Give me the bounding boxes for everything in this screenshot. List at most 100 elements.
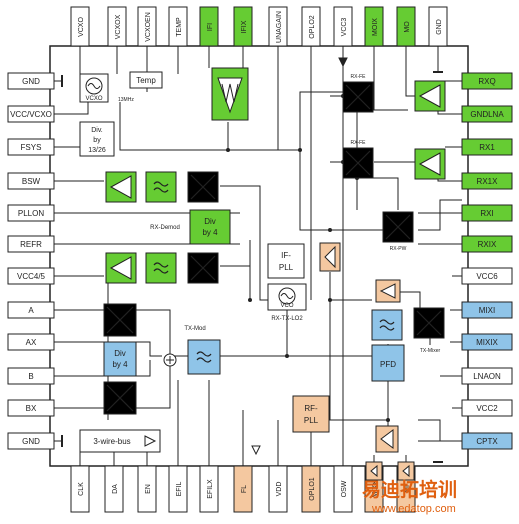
junction-dot (226, 148, 230, 152)
three-wire-bus-box (79, 429, 161, 453)
mixer-cross (385, 214, 411, 240)
right-pin-box (461, 333, 513, 351)
junction-dot (285, 354, 289, 358)
vcxo-label: VCXO (85, 96, 102, 102)
top-pin-box (428, 6, 448, 47)
right-pin-label: LNAON (473, 372, 501, 381)
left-pin-label: BX (26, 404, 37, 413)
bottom-pin-box (70, 465, 90, 513)
tx-filter-2 (371, 309, 403, 341)
if-pll-line2: PLL (279, 263, 294, 272)
bottom-pin-label: DA (112, 484, 119, 494)
right-pin-box (461, 267, 513, 285)
bottom-pin-box (168, 465, 188, 513)
triangle-marker (338, 57, 348, 68)
right-pin-label: GNDLNA (470, 110, 504, 119)
top-pin-box (396, 6, 416, 47)
amp-triangle (379, 283, 396, 299)
top-pin-box (268, 6, 288, 47)
right-pin-box (461, 367, 513, 385)
bottom-pin-label: FL (241, 485, 248, 493)
right-pin-label: RXIX (478, 240, 497, 249)
right-pin-box (461, 138, 513, 156)
rx-fe-mixer-2-label: RX-FE (351, 140, 367, 146)
junction-dot (298, 148, 302, 152)
three-wire-bus-label: 3-wire-bus (93, 437, 130, 446)
wire (54, 102, 89, 115)
top-pin-label: VCXO (78, 17, 85, 37)
bottom-pin-label: EFILX (207, 479, 214, 499)
junction-dot (328, 228, 332, 232)
left-pin-box (7, 432, 55, 450)
left-pin-label: VCC/VCXO (10, 110, 52, 119)
triangle-marker (251, 445, 261, 456)
left-pin-label: VCC4/5 (17, 272, 46, 281)
mixer-cross (345, 84, 371, 110)
left-pin-label: B (28, 372, 33, 381)
left-pin-label: AX (26, 338, 37, 347)
bottom-pin-label: EN (145, 484, 152, 494)
bottom-pin-box (104, 465, 124, 513)
top-pin-label: MOIX (372, 18, 379, 36)
mixer-cross (345, 150, 371, 176)
wire (373, 82, 408, 111)
rx-tx-lo2-label: RX-TX-LO2 (271, 316, 303, 322)
right-pin-box (461, 399, 513, 417)
vcxo-freq-label: 13MHz (118, 97, 134, 103)
wire (357, 177, 399, 210)
amp-triangle (418, 84, 441, 108)
wire (220, 185, 268, 301)
top-pin-box (168, 6, 188, 47)
top-pin-label: MO (404, 21, 411, 33)
top-pin-label: IFIX (241, 20, 248, 33)
left-pin-box (7, 72, 55, 90)
rf-pll-line2: PLL (304, 416, 319, 425)
vco-label: VCO (280, 303, 293, 309)
right-pin-label: MIXI (479, 306, 495, 315)
right-pin-label: RXQ (478, 77, 495, 86)
div-by4-tx-line1: Div (114, 349, 126, 358)
bottom-pin-box (268, 465, 288, 513)
left-pin-box (7, 105, 55, 123)
bottom-pin-box (301, 465, 321, 513)
left-pin-box (7, 204, 55, 222)
temp-box (129, 71, 163, 89)
right-pin-box (461, 72, 513, 90)
amp-triangle (402, 464, 410, 478)
right-pin-label: RXI (480, 209, 493, 218)
left-pin-label: FSYS (21, 143, 42, 152)
right-pin-label: RX1 (479, 143, 495, 152)
filter-wave (153, 181, 169, 193)
bottom-pin-box (333, 465, 353, 513)
tx-filter (187, 339, 221, 375)
junction-dot (386, 418, 390, 422)
bottom-pin-label: OPLO1 (309, 477, 316, 500)
amp-triangle (380, 429, 394, 449)
left-pin-box (7, 399, 55, 417)
pfd-box (371, 344, 405, 382)
left-pin-label: PLLON (18, 209, 44, 218)
mixer-cross (190, 255, 216, 281)
bottom-pin-label: MI (404, 485, 411, 493)
left-pin-box (7, 235, 55, 253)
top-pin-box (199, 6, 219, 47)
rf-pll-box (292, 395, 330, 433)
mixer-cross (190, 174, 216, 200)
div-by4-tx-line2: by 4 (112, 360, 128, 369)
left-pin-box (7, 267, 55, 285)
three-wire-bus-arrow (144, 435, 157, 447)
left-pin-label: REFR (20, 240, 42, 249)
left-pin-label: GND (22, 77, 40, 86)
left-pin-box (7, 172, 55, 190)
div-by4-rx-box (189, 209, 231, 245)
mixer-cross (106, 306, 134, 334)
right-pin-box (461, 172, 513, 190)
top-pin-box (233, 6, 253, 47)
div-13-26-box (79, 121, 115, 157)
chip-outline (49, 45, 469, 467)
top-pin-label: IFI (207, 23, 214, 31)
right-pin-label: VCC2 (476, 404, 498, 413)
